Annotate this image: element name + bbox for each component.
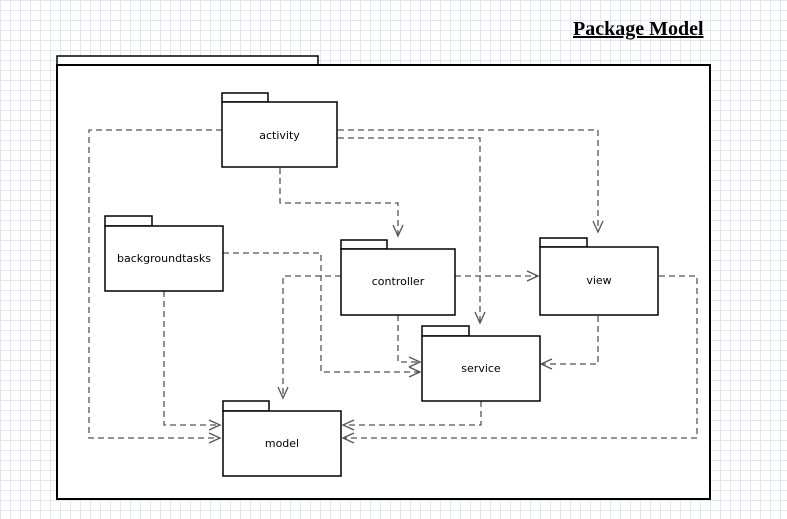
package-backgroundtasks[interactable]: backgroundtasks: [104, 215, 224, 292]
arrowhead-backgroundtasks-service: [408, 366, 422, 378]
package-backgroundtasks-body: [104, 225, 224, 292]
package-service-body: [421, 335, 541, 402]
package-model-body: [222, 410, 342, 477]
arrowhead-backgroundtasks-model: [208, 419, 222, 431]
dependency-activity-controller[interactable]: [279, 168, 399, 236]
arrowhead-activity-service: [474, 311, 486, 325]
package-controller-tab: [340, 239, 388, 250]
arrowhead-controller-model: [277, 386, 289, 400]
container-package-tab: [56, 55, 319, 66]
dependency-controller-service[interactable]: [397, 315, 420, 363]
arrowhead-view-service: [539, 358, 553, 370]
package-model-tab: [222, 400, 270, 412]
package-controller-body: [340, 248, 456, 316]
package-view[interactable]: view: [539, 237, 659, 316]
package-service[interactable]: service: [421, 325, 541, 402]
package-activity[interactable]: activity: [221, 92, 338, 168]
package-activity-label: activity: [259, 129, 300, 142]
package-service-tab: [421, 325, 470, 337]
package-controller-label: controller: [372, 275, 425, 288]
dependency-view-service[interactable]: [541, 316, 599, 365]
package-activity-tab: [221, 92, 269, 103]
package-view-label: view: [586, 274, 611, 287]
dependency-service-model[interactable]: [343, 401, 482, 426]
diagram-title: Package Model: [573, 18, 704, 40]
dependency-backgroundtasks-model[interactable]: [163, 291, 220, 426]
package-model-label: model: [265, 437, 299, 450]
arrowhead-controller-view: [526, 270, 540, 282]
package-service-label: service: [461, 362, 501, 375]
arrowhead-service-model: [341, 419, 355, 431]
arrowhead-activity-model: [208, 432, 222, 444]
arrowhead-controller-service: [408, 356, 422, 368]
arrowhead-activity-controller: [392, 224, 404, 238]
dependency-activity-view[interactable]: [338, 129, 599, 232]
package-backgroundtasks-tab: [104, 215, 153, 227]
arrowhead-view-model: [341, 432, 355, 444]
package-view-body: [539, 246, 659, 316]
package-model[interactable]: model: [222, 400, 342, 477]
dependency-activity-service[interactable]: [338, 137, 481, 323]
package-view-tab: [539, 237, 588, 248]
package-activity-body: [221, 101, 338, 168]
package-controller[interactable]: controller: [340, 239, 456, 316]
arrowhead-activity-view: [592, 220, 604, 234]
package-backgroundtasks-label: backgroundtasks: [117, 252, 211, 265]
